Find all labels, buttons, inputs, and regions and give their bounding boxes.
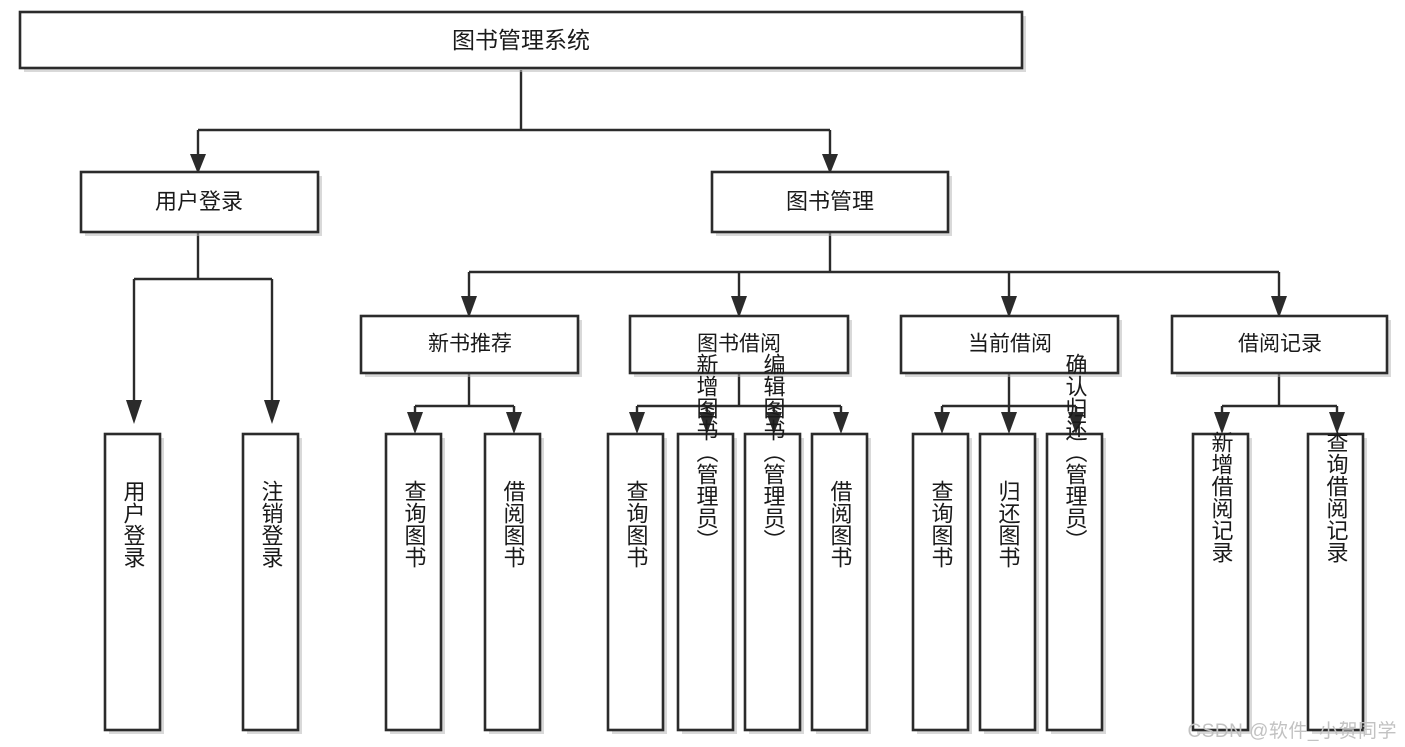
- borrow-record-label: 借阅记录: [1238, 333, 1322, 356]
- arrow-leaf-add-record: [1214, 412, 1230, 434]
- leaf-edit-book-box[interactable]: [743, 432, 802, 732]
- leaf-query-record-label: 查询借阅记录: [1324, 431, 1349, 563]
- leaf-query-book-3-label: 查询图书: [929, 480, 954, 568]
- arrow-current-borrow: [1001, 296, 1017, 318]
- root-box[interactable]: [18, 10, 1024, 70]
- leaf-borrow-book-2-label: 借阅图书: [828, 480, 853, 568]
- arrow-leaf-query-book-1: [407, 412, 423, 434]
- node-leaf-query-book-2[interactable]: 查询图书: [606, 432, 667, 734]
- arrow-book-manage: [822, 154, 838, 174]
- node-leaf-user-login[interactable]: 用户登录: [103, 432, 164, 734]
- leaf-edit-book-label: 编辑图书（管理员）: [761, 353, 786, 551]
- connectors-layer: [126, 70, 1345, 434]
- csdn-watermark: CSDN @软件_小贺同学: [1187, 721, 1397, 742]
- leaf-query-book-2-label: 查询图书: [624, 480, 649, 568]
- borrow-record-box[interactable]: [1170, 314, 1389, 375]
- leaf-user-login-label: 用户登录: [121, 480, 146, 568]
- new-book-recommend-label: 新书推荐: [428, 333, 512, 356]
- leaf-query-book-1-label: 查询图书: [402, 480, 427, 568]
- arrow-new-book-recommend: [461, 296, 477, 318]
- book-borrow-label: 图书借阅: [697, 333, 781, 356]
- arrow-book-borrow: [731, 296, 747, 318]
- arrow-user-login: [190, 154, 206, 174]
- node-leaf-user-logout[interactable]: 注销登录: [241, 432, 302, 734]
- book-borrow-box[interactable]: [628, 314, 850, 375]
- node-leaf-borrow-book-2[interactable]: 借阅图书: [810, 432, 871, 734]
- book-manage-label: 图书管理: [786, 189, 874, 214]
- node-book-borrow[interactable]: 图书借阅: [628, 314, 852, 377]
- node-leaf-edit-book[interactable]: 编辑图书（管理员）: [743, 353, 804, 734]
- arrow-leaf-query-book-2: [629, 412, 645, 434]
- arrow-leaf-confirm-return: [1068, 412, 1084, 434]
- leaf-add-record-box[interactable]: [1191, 432, 1250, 732]
- node-leaf-borrow-book-1[interactable]: 借阅图书: [483, 432, 544, 734]
- node-leaf-add-book[interactable]: 新增图书（管理员）: [676, 353, 737, 734]
- node-current-borrow[interactable]: 当前借阅: [899, 314, 1122, 377]
- arrow-leaf-query-book-3: [934, 412, 950, 434]
- node-book-manage[interactable]: 图书管理: [710, 170, 952, 236]
- arrow-leaf-query-record: [1329, 412, 1345, 434]
- arrow-leaf-user-login: [126, 400, 142, 424]
- leaf-confirm-return-box[interactable]: [1045, 432, 1104, 732]
- leaf-return-book-box[interactable]: [978, 432, 1037, 732]
- book-manage-box[interactable]: [710, 170, 950, 234]
- leaf-query-book-2-box[interactable]: [606, 432, 665, 732]
- root-label: 图书管理系统: [452, 27, 590, 53]
- arrow-leaf-user-logout: [264, 400, 280, 424]
- leaf-user-logout-label: 注销登录: [259, 480, 284, 568]
- user-login-box[interactable]: [79, 170, 320, 234]
- node-user-login[interactable]: 用户登录: [79, 170, 322, 236]
- node-borrow-record[interactable]: 借阅记录: [1170, 314, 1391, 377]
- leaf-user-login-box[interactable]: [103, 432, 162, 732]
- leaf-query-book-3-box[interactable]: [911, 432, 970, 732]
- leaf-query-book-1-box[interactable]: [384, 432, 443, 732]
- current-borrow-label: 当前借阅: [968, 333, 1052, 356]
- node-leaf-query-book-3[interactable]: 查询图书: [911, 432, 972, 734]
- current-borrow-box[interactable]: [899, 314, 1120, 375]
- node-new-book-recommend[interactable]: 新书推荐: [359, 314, 582, 377]
- arrow-leaf-add-book: [699, 412, 715, 434]
- node-leaf-query-book-1[interactable]: 查询图书: [384, 432, 445, 734]
- arrow-borrow-record: [1271, 296, 1287, 318]
- leaf-user-logout-box[interactable]: [241, 432, 300, 732]
- node-leaf-return-book[interactable]: 归还图书: [978, 432, 1039, 734]
- user-login-label: 用户登录: [155, 189, 243, 214]
- arrow-leaf-borrow-book-1: [506, 412, 522, 434]
- arrow-leaf-edit-book: [766, 412, 782, 434]
- leaf-return-book-label: 归还图书: [996, 480, 1021, 568]
- arrow-leaf-borrow-book-2: [833, 412, 849, 434]
- leaf-add-book-label: 新增图书（管理员）: [694, 353, 719, 551]
- leaf-add-record-label: 新增借阅记录: [1209, 431, 1234, 563]
- node-leaf-query-record[interactable]: 查询借阅记录: [1306, 431, 1367, 734]
- leaf-borrow-book-1-label: 借阅图书: [501, 480, 526, 568]
- leaf-query-record-box[interactable]: [1306, 432, 1365, 732]
- node-root[interactable]: 图书管理系统: [18, 10, 1026, 72]
- leaf-borrow-book-1-box[interactable]: [483, 432, 542, 732]
- node-leaf-add-record[interactable]: 新增借阅记录: [1191, 431, 1252, 734]
- node-leaf-confirm-return[interactable]: 确认归还（管理员）: [1045, 353, 1106, 734]
- leaf-add-book-box[interactable]: [676, 432, 735, 732]
- leaf-borrow-book-2-box[interactable]: [810, 432, 869, 732]
- new-book-recommend-box[interactable]: [359, 314, 580, 375]
- leaf-confirm-return-label: 确认归还（管理员）: [1063, 353, 1088, 551]
- arrow-leaf-return-book: [1001, 412, 1017, 434]
